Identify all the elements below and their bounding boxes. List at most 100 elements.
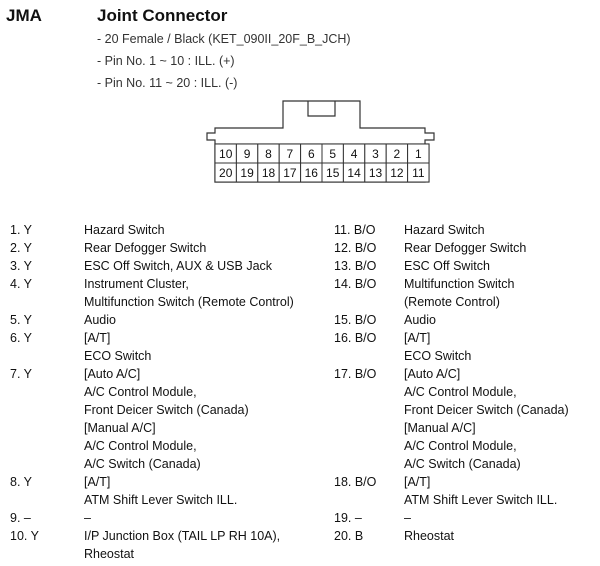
pin-description-line: ECO Switch bbox=[404, 349, 472, 363]
pin-description-line: Rear Defogger Switch bbox=[84, 241, 207, 255]
pin-description-line: A/C Control Module, bbox=[404, 439, 517, 453]
connector-pin-number: 16 bbox=[305, 166, 319, 180]
pin-description: [A/T] ATM Shift Lever Switch ILL. bbox=[404, 473, 557, 509]
connector-spec-pins-minus: - Pin No. 11 ~ 20 : ILL. (-) bbox=[97, 76, 238, 90]
pin-description-line: A/C Control Module, bbox=[84, 385, 197, 399]
pin-id: 6. Y bbox=[10, 331, 33, 345]
pin-description: Hazard Switch bbox=[84, 221, 165, 239]
connector-pin-number: 5 bbox=[329, 147, 336, 161]
connector-cell bbox=[407, 162, 430, 183]
pin-id: 1. Y bbox=[10, 223, 33, 237]
pin-description: [A/T] ATM Shift Lever Switch ILL. bbox=[84, 473, 237, 509]
pin-description-line: A/C Control Module, bbox=[84, 439, 197, 453]
pin-description-line: (Remote Control) bbox=[404, 295, 500, 309]
pin-id: 20. B bbox=[334, 529, 364, 543]
pin-description: [Auto A/C]A/C Control Module,Front Deice… bbox=[84, 365, 249, 473]
pin-id: 19. – bbox=[334, 511, 362, 525]
pin-id: 10. Y bbox=[10, 529, 39, 543]
pin-description: Audio bbox=[84, 311, 116, 329]
pin-description-line: ESC Off Switch bbox=[404, 259, 490, 273]
connector-pin-number: 20 bbox=[219, 166, 233, 180]
connector-pin-number: 14 bbox=[347, 166, 361, 180]
pin-id: 16. B/O bbox=[334, 331, 377, 345]
pin-description: Audio bbox=[404, 311, 436, 329]
connector-pin-number: 17 bbox=[283, 166, 297, 180]
pin-description-line: [A/T] bbox=[404, 331, 431, 345]
connector-pin-number: 12 bbox=[390, 166, 404, 180]
pin-description: Hazard Switch bbox=[404, 221, 485, 239]
pin-id: 3. Y bbox=[10, 259, 33, 273]
connector-pin-number: 10 bbox=[219, 147, 233, 161]
pin-description-line: ATM Shift Lever Switch ILL. bbox=[404, 493, 558, 507]
pin-description: ESC Off Switch, AUX & USB Jack bbox=[84, 257, 272, 275]
pin-description-line: Audio bbox=[404, 313, 436, 327]
pin-description-line: A/C Switch (Canada) bbox=[84, 457, 201, 471]
pin-description-line: [Auto A/C] bbox=[404, 367, 461, 381]
connector-pin-number: 13 bbox=[369, 166, 383, 180]
pin-description: [A/T]ECO Switch bbox=[84, 329, 151, 365]
pin-description-line: ESC Off Switch, AUX & USB Jack bbox=[84, 259, 273, 273]
pin-description-line: [A/T] bbox=[404, 475, 431, 489]
connector-pin-number: 11 bbox=[412, 166, 425, 180]
pin-description: – bbox=[404, 509, 411, 527]
pin-description-line: Multifunction Switch bbox=[404, 277, 515, 291]
pin-description-line: A/C Control Module, bbox=[404, 385, 517, 399]
connector-title: Joint Connector bbox=[97, 6, 228, 25]
pin-description-line: Rheostat bbox=[84, 547, 135, 561]
connector-spec-type: - 20 Female / Black (KET_090II_20F_B_JCH… bbox=[97, 32, 351, 46]
pin-description: Rear Defogger Switch bbox=[404, 239, 526, 257]
pin-description: I/P Junction Box (TAIL LP RH 10A), Rheost… bbox=[84, 527, 280, 563]
connector-pin-number: 1 bbox=[415, 147, 422, 161]
pin-id: 5. Y bbox=[10, 313, 33, 327]
pin-description-line: I/P Junction Box (TAIL LP RH 10A), bbox=[84, 529, 281, 543]
pin-description-line: Rheostat bbox=[404, 529, 455, 543]
pin-description-line: ATM Shift Lever Switch ILL. bbox=[84, 493, 238, 507]
connector-pin-number: 7 bbox=[287, 147, 294, 161]
connector-pin-number: 3 bbox=[372, 147, 379, 161]
pin-id: 8. Y bbox=[10, 475, 33, 489]
pin-id: 17. B/O bbox=[334, 367, 377, 381]
pin-id: 15. B/O bbox=[334, 313, 377, 327]
connector-pin-number: 15 bbox=[326, 166, 340, 180]
connector-pin-number: 18 bbox=[262, 166, 276, 180]
pin-id: 12. B/O bbox=[334, 241, 377, 255]
pin-description: [A/T] ECO Switch bbox=[404, 329, 471, 365]
pin-id: 2. Y bbox=[10, 241, 33, 255]
pin-id: 13. B/O bbox=[334, 259, 377, 273]
pin-description: [Auto A/C] A/C Control Module, Front Deice… bbox=[404, 365, 569, 473]
connector-pin-number: 8 bbox=[265, 147, 272, 161]
pin-description-line: Multifunction Switch (Remote Control) bbox=[84, 295, 294, 309]
pin-id: 4. Y bbox=[10, 277, 33, 291]
connector-pin-number: 2 bbox=[394, 147, 401, 161]
pin-description-line: [Manual A/C] bbox=[404, 421, 476, 435]
pin-description: Multifunction Switch (Remote Control) bbox=[404, 275, 514, 311]
pin-description: Rheostat bbox=[404, 527, 454, 545]
connector-spec-pins-plus: - Pin No. 1 ~ 10 : ILL. (+) bbox=[97, 54, 235, 68]
pin-description-line: Front Deicer Switch (Canada) bbox=[404, 403, 569, 417]
pin-description: Rear Defogger Switch bbox=[84, 239, 206, 257]
pin-description-line: Audio bbox=[84, 313, 116, 327]
connector-pin-number: 4 bbox=[351, 147, 358, 161]
pin-description: – bbox=[84, 509, 91, 527]
pin-description-line: Rear Defogger Switch bbox=[404, 241, 527, 255]
pin-description: Instrument Cluster, Multifunction Switch … bbox=[84, 275, 294, 311]
pin-description-line: [A/T] bbox=[84, 475, 111, 489]
pin-description-line: – bbox=[404, 511, 411, 525]
connector-pin-number: 9 bbox=[244, 147, 251, 161]
pin-id: 14. B/O bbox=[334, 277, 377, 291]
pin-description-line: A/C Switch (Canada) bbox=[404, 457, 521, 471]
pin-description-line: Instrument Cluster, bbox=[84, 277, 189, 291]
pin-description-line: [Manual A/C] bbox=[84, 421, 156, 435]
connector-code: JMA bbox=[6, 6, 42, 25]
pin-description-line: Hazard Switch bbox=[404, 223, 485, 237]
pin-description-line: – bbox=[84, 511, 91, 525]
connector-pin-number: 6 bbox=[308, 147, 315, 161]
pin-description-line: Hazard Switch bbox=[84, 223, 165, 237]
pin-id: 11. B/O bbox=[334, 223, 376, 237]
connector-pin-number: 19 bbox=[240, 166, 254, 180]
pin-id: 7. Y bbox=[10, 367, 33, 381]
connector-latch bbox=[307, 101, 336, 117]
pin-id: 18. B/O bbox=[334, 475, 377, 489]
pin-description-line: [Auto A/C] bbox=[84, 367, 141, 381]
